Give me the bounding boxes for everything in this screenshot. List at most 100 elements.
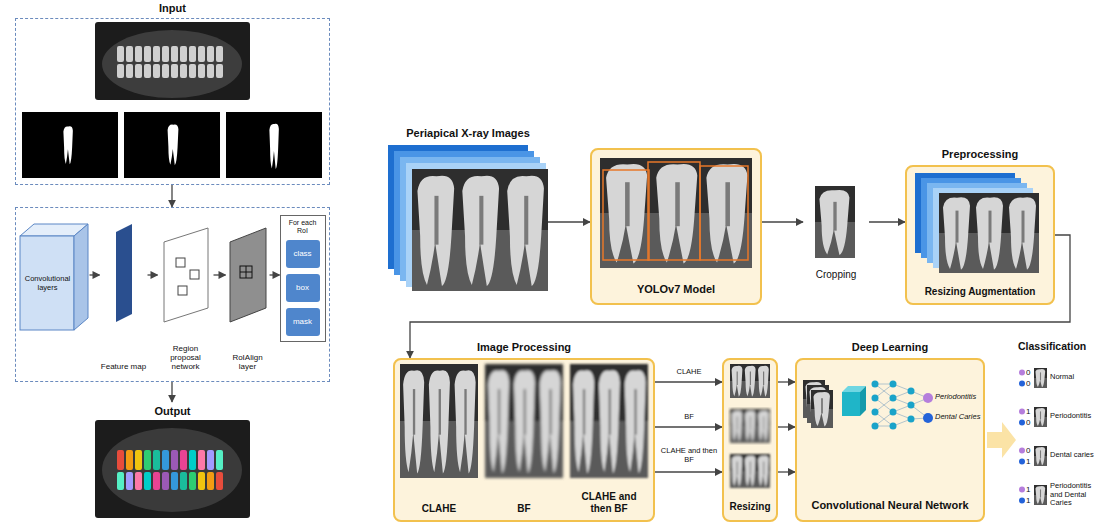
bf-image: BF [485, 362, 563, 518]
cnn-illustration [842, 392, 860, 416]
cnn-illustration [908, 402, 915, 409]
label-slot: 1 [1026, 496, 1033, 505]
label-slot: 0 [1026, 379, 1033, 388]
input-panoramic-xray [216, 46, 223, 62]
input-panoramic-xray [117, 46, 124, 62]
output-panoramic-xray [198, 472, 205, 490]
input-panoramic-xray [144, 46, 151, 62]
input-panoramic-xray [135, 64, 142, 78]
input-panoramic-xray [126, 46, 133, 62]
class-name: Normal [1050, 373, 1096, 382]
input-panoramic-xray [117, 64, 124, 78]
connector [655, 381, 722, 382]
clahe-image: CLAHE [400, 362, 478, 518]
connector [214, 274, 226, 275]
connector [171, 382, 172, 402]
deep-learning-box: Deep LearningConvolutional Neural Networ… [795, 358, 985, 522]
output-panoramic-xray [189, 472, 196, 490]
input-panoramic-xray [95, 22, 250, 100]
tooth-masks [269, 124, 278, 169]
output-label: Periodontitis [935, 393, 984, 402]
output-panoramic-xray [216, 450, 223, 470]
box-fills [393, 358, 655, 522]
image-processing-box: Image ProcessingCLAHEBFCLAHE and then BF [393, 358, 655, 522]
classification-markers [1019, 448, 1025, 454]
tooth-masks [63, 124, 278, 169]
connector [655, 471, 722, 472]
output-panoramic-xray [135, 472, 142, 490]
output-panel: Output [95, 402, 250, 520]
classification-markers [1034, 485, 1047, 505]
output-panoramic-xray [162, 450, 169, 470]
connector [270, 274, 280, 275]
connector [410, 235, 1070, 358]
classification-markers [1019, 487, 1025, 493]
resized-images [730, 364, 770, 488]
image-label: BF [517, 503, 530, 515]
column-heading: Classification [1018, 340, 1098, 352]
connector [655, 426, 722, 427]
output-panoramic-xray [95, 420, 250, 518]
feature-map-shape [116, 224, 132, 322]
cnn-illustration [803, 380, 933, 430]
cnn-illustration [872, 381, 879, 388]
image-label: CLAHE and then BF [570, 491, 648, 514]
class-name: Dental caries [1050, 451, 1096, 460]
rpn-layer-shape [178, 286, 187, 295]
class-head: class [286, 240, 320, 268]
label-slot: Periodontitis [935, 393, 984, 402]
roialign-layer: RoIAlign layer [226, 222, 270, 372]
roialign-layer-shape [226, 222, 270, 372]
input-panoramic-xray [135, 46, 142, 62]
classification-markers [1034, 446, 1047, 466]
input-panoramic-xray [198, 64, 205, 78]
output-panoramic-xray [144, 450, 151, 470]
yolo-detection [700, 166, 748, 260]
connector [171, 185, 172, 207]
connector [548, 221, 590, 222]
label-slot: 1 [1026, 457, 1033, 466]
result-arrow [987, 422, 1016, 458]
input-panoramic-xray [207, 46, 214, 62]
stage-label: Cropping [816, 269, 857, 281]
resizing-box: Resizing [722, 358, 778, 522]
label-slot: Dental Caries [935, 413, 984, 422]
output-label: Dental Caries [935, 413, 984, 422]
label-slot: 0 [1026, 446, 1033, 455]
output-panoramic-xray [144, 472, 151, 490]
tooth-masks [22, 112, 322, 178]
cnn-illustration [872, 381, 915, 430]
classification-markers [1019, 368, 1047, 505]
stage-label: Resizing [729, 501, 770, 513]
input-panoramic-xray [171, 64, 178, 78]
classification-markers [1019, 381, 1025, 387]
head-label: class [293, 249, 311, 258]
output-panoramic-xray [207, 472, 214, 490]
label-value: 1 [1026, 496, 1033, 505]
cnn-illustration [890, 381, 897, 388]
label-slot: Dental caries [1050, 451, 1096, 460]
stage-label: Resizing Augmentation [925, 286, 1036, 298]
label-slot: Periodontitis [1050, 412, 1096, 421]
yolo-detection [600, 158, 752, 268]
connector [762, 221, 803, 222]
classification-markers [1019, 370, 1025, 376]
input-panoramic-xray [153, 64, 160, 78]
label-slot: 0 [1026, 418, 1033, 427]
label-value: 0 [1026, 418, 1033, 427]
label-slot: Periodontitis and Dental Caries [1050, 482, 1096, 508]
yolo-detection [648, 162, 700, 260]
output-panoramic-xray [189, 450, 196, 470]
box-fills [905, 165, 1055, 305]
edge-label: CLAHE and then BF [658, 447, 720, 464]
clahe-bf-image: CLAHE and then BF [570, 362, 648, 518]
input-panoramic-xray [102, 30, 242, 98]
connector [148, 274, 158, 275]
box-heading: For each RoI [283, 219, 323, 235]
roialign-layer-shape [240, 266, 252, 278]
stage-label: YOLOv7 Model [637, 283, 715, 296]
conv-layers-cube: Convolutional layers [18, 222, 90, 332]
cnn-illustration [811, 390, 833, 428]
input-panoramic-xray [117, 46, 223, 78]
